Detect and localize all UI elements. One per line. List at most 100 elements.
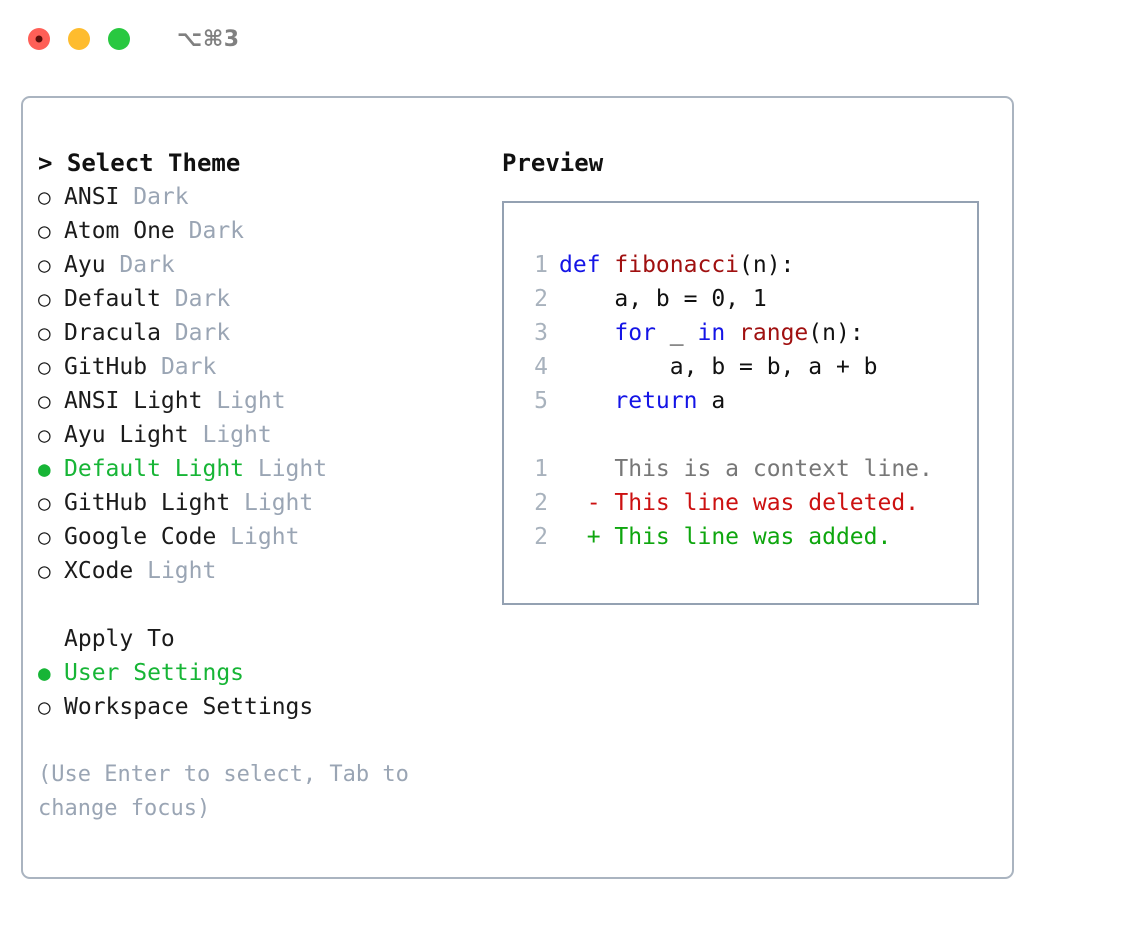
code-token: for bbox=[614, 320, 656, 346]
code-token: range bbox=[739, 320, 809, 346]
radio-unselected-icon: ○ bbox=[38, 287, 51, 311]
line-number: 2 bbox=[534, 286, 548, 312]
apply-to-option-label: Workspace Settings bbox=[64, 694, 314, 720]
theme-option-0[interactable]: ○ ANSI Dark bbox=[38, 180, 478, 214]
theme-option-variant: Light bbox=[216, 524, 300, 550]
radio-unselected-icon: ○ bbox=[38, 491, 51, 515]
theme-option-label: Ayu bbox=[64, 252, 106, 278]
line-number: 1 bbox=[534, 456, 548, 482]
code-line-1: 2 a, b = 0, 1 bbox=[518, 282, 977, 316]
traffic-lights bbox=[28, 28, 130, 50]
diff-sample: 1 This is a context line.2 - This line w… bbox=[518, 452, 977, 554]
theme-option-10[interactable]: ○ Google Code Light bbox=[38, 520, 478, 554]
apply-to-list: ●User Settings○Workspace Settings bbox=[38, 656, 478, 724]
theme-option-label: Atom One bbox=[64, 218, 175, 244]
code-token: fibonacci bbox=[614, 252, 740, 278]
code-token bbox=[559, 316, 614, 350]
keyboard-shortcut-label: ⌥⌘3 bbox=[177, 26, 240, 52]
code-token: return bbox=[614, 388, 698, 414]
section-spacer bbox=[38, 588, 478, 622]
close-button[interactable] bbox=[28, 28, 50, 50]
focus-caret-icon: > bbox=[38, 149, 53, 177]
code-line-3: 4 a, b = b, a + b bbox=[518, 350, 977, 384]
minimize-button[interactable] bbox=[68, 28, 90, 50]
line-number: 3 bbox=[534, 320, 548, 346]
code-token bbox=[559, 384, 614, 418]
code-line-0: 1 def fibonacci(n): bbox=[518, 248, 977, 282]
theme-option-variant: Light bbox=[230, 490, 314, 516]
theme-option-label: XCode bbox=[64, 558, 134, 584]
theme-option-variant: Light bbox=[244, 456, 328, 482]
theme-option-label: ANSI bbox=[64, 184, 120, 210]
apply-to-header: Apply To bbox=[64, 626, 175, 652]
code-token: (n): bbox=[739, 252, 795, 278]
theme-option-variant: Light bbox=[188, 422, 272, 448]
theme-option-label: ANSI Light bbox=[64, 388, 203, 414]
theme-option-label: Google Code bbox=[64, 524, 217, 550]
theme-option-5[interactable]: ○GitHub Dark bbox=[38, 350, 478, 384]
theme-option-7[interactable]: ○ Ayu Light Light bbox=[38, 418, 478, 452]
diff-line-0: 1 This is a context line. bbox=[518, 452, 977, 486]
theme-option-variant: Light bbox=[133, 558, 217, 584]
apply-to-option-1[interactable]: ○Workspace Settings bbox=[38, 690, 478, 724]
diff-line-2: 2 + This line was added. bbox=[518, 520, 977, 554]
code-token: in bbox=[697, 320, 726, 346]
theme-option-variant: Dark bbox=[119, 184, 189, 210]
theme-option-1[interactable]: ○Atom One Dark bbox=[38, 214, 478, 248]
theme-option-8[interactable]: ● Default Light Light bbox=[38, 452, 478, 486]
theme-option-label: GitHub bbox=[64, 354, 148, 380]
code-token: a, b = b, a + b bbox=[559, 354, 878, 380]
select-theme-header-label: Select Theme bbox=[66, 149, 241, 177]
code-line-4: 5 return a bbox=[518, 384, 977, 418]
line-number: 1 bbox=[534, 252, 548, 278]
theme-option-variant: Dark bbox=[105, 252, 175, 278]
line-number: 5 bbox=[534, 388, 548, 414]
theme-list: ○ANSI Dark○Atom One Dark○Ayu Dark○Defaul… bbox=[38, 180, 478, 588]
theme-option-11[interactable]: ○XCode Light bbox=[38, 554, 478, 588]
code-token: a bbox=[697, 388, 726, 414]
theme-option-3[interactable]: ○ Default Dark bbox=[38, 282, 478, 316]
theme-option-variant: Dark bbox=[160, 320, 231, 346]
radio-selected-icon: ● bbox=[38, 457, 51, 481]
radio-unselected-icon: ○ bbox=[38, 423, 51, 447]
select-theme-header: > Select Theme bbox=[38, 146, 478, 180]
theme-option-4[interactable]: ○ Dracula Dark bbox=[38, 316, 478, 350]
theme-option-9[interactable]: ○ GitHub Light Light bbox=[38, 486, 478, 520]
theme-option-label: Default bbox=[64, 286, 161, 312]
theme-option-variant: Dark bbox=[174, 218, 245, 244]
diff-line-1: 2 - This line was deleted. bbox=[518, 486, 977, 520]
radio-unselected-icon: ○ bbox=[38, 389, 51, 413]
code-token: _ bbox=[655, 320, 698, 346]
theme-option-label: Dracula bbox=[64, 320, 161, 346]
diff-text: This is a context line. bbox=[559, 456, 933, 482]
theme-option-label: GitHub Light bbox=[64, 490, 231, 516]
radio-unselected-icon: ○ bbox=[38, 253, 51, 277]
code-token bbox=[725, 316, 739, 350]
theme-option-label: Ayu Light bbox=[64, 422, 189, 448]
code-token: def bbox=[559, 252, 615, 278]
theme-option-2[interactable]: ○ Ayu Dark bbox=[38, 248, 478, 282]
preview-header: Preview bbox=[502, 149, 604, 177]
theme-option-variant: Dark bbox=[160, 286, 231, 312]
apply-to-option-label: User Settings bbox=[64, 660, 245, 686]
theme-option-6[interactable]: ○ANSI Light Light bbox=[38, 384, 478, 418]
theme-selection-column: > Select Theme ○ANSI Dark○Atom One Dark○… bbox=[38, 146, 478, 826]
code-line-2: 3 for _ in range(n): bbox=[518, 316, 977, 350]
code-token: a, b = 0, 1 bbox=[559, 286, 767, 312]
radio-unselected-icon: ○ bbox=[38, 185, 51, 209]
zoom-button[interactable] bbox=[108, 28, 130, 50]
apply-to-option-0[interactable]: ●User Settings bbox=[38, 656, 478, 690]
diff-text: + This line was added. bbox=[559, 524, 892, 550]
line-number: 2 bbox=[534, 524, 548, 550]
theme-picker-card: > Select Theme ○ANSI Dark○Atom One Dark○… bbox=[21, 96, 1014, 879]
radio-unselected-icon: ○ bbox=[38, 525, 51, 549]
theme-option-label: Default Light bbox=[64, 456, 245, 482]
radio-unselected-icon: ○ bbox=[38, 355, 51, 379]
diff-text: - This line was deleted. bbox=[559, 490, 920, 516]
line-number: 4 bbox=[534, 354, 548, 380]
keyboard-hint-text: (Use Enter to select, Tab to change focu… bbox=[38, 762, 423, 821]
radio-unselected-icon: ○ bbox=[38, 321, 51, 345]
